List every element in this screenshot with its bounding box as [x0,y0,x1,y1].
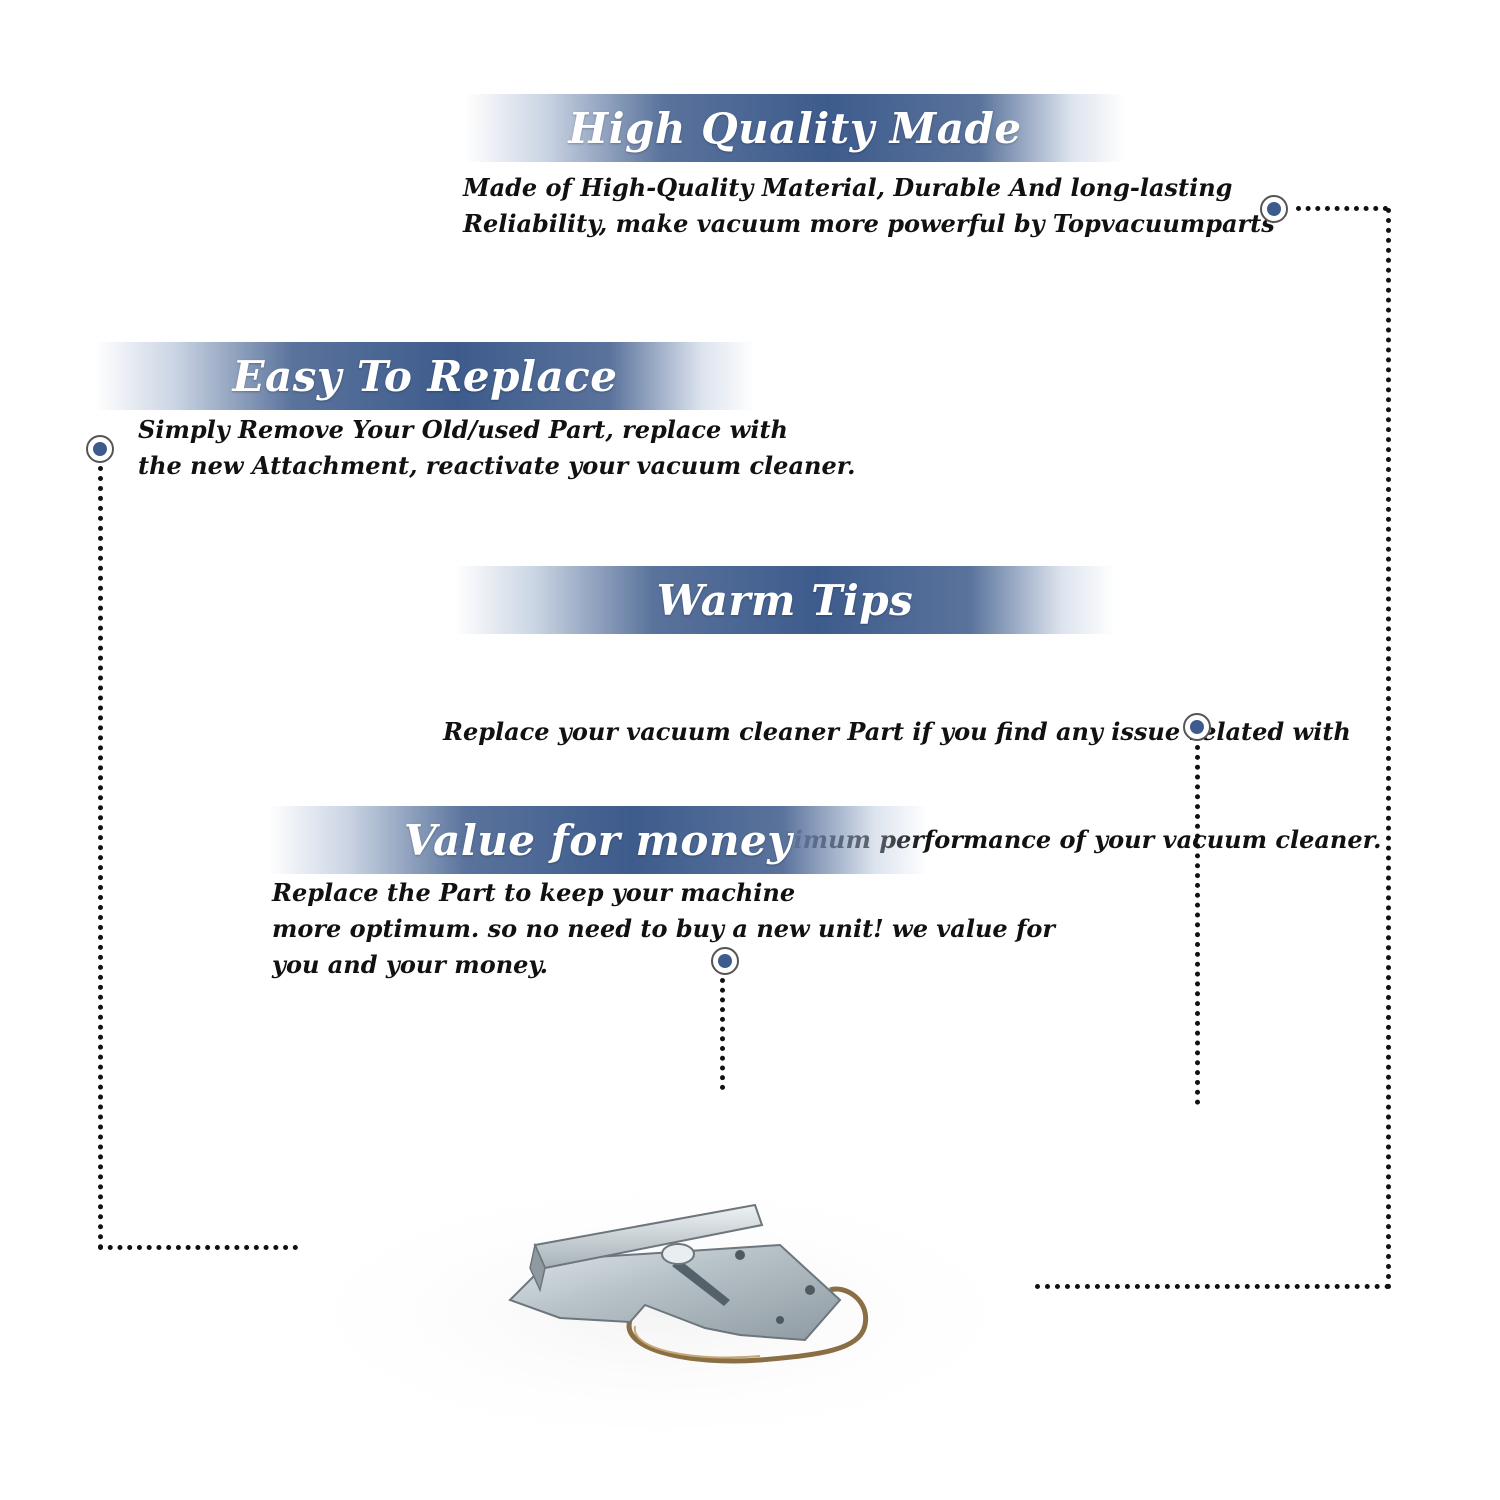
description-line: you and your money. [272,950,548,979]
connector-line [98,466,103,1250]
connector-line [1386,208,1391,1290]
feature-title: Value for money [403,815,793,865]
connector-line [1035,1284,1390,1289]
description-line: Made of High-Quality Material, Durable A… [463,173,1233,202]
connector-line [1195,745,1200,1105]
description-line: Reliability, make vacuum more powerful b… [463,209,1275,238]
feature-description-value-money: Replace the Part to keep your machine mo… [272,875,1055,983]
connector-line [1296,206,1388,211]
feature-banner-easy-replace: Easy To Replace [95,342,755,410]
description-line: Simply Remove Your Old/used Part, replac… [138,415,788,444]
connector-marker-value-money [711,947,739,975]
feature-title: Easy To Replace [232,351,618,401]
feature-description-easy-replace: Simply Remove Your Old/used Part, replac… [138,412,856,484]
connector-marker-high-quality [1260,195,1288,223]
connector-line [720,978,725,1090]
feature-banner-warm-tips: Warm Tips [455,566,1115,634]
feature-title: Warm Tips [656,575,914,625]
description-line: more optimum. so no need to buy a new un… [272,914,1055,943]
product-part-image [300,1170,1020,1430]
feature-banner-high-quality: High Quality Made [465,94,1125,162]
feature-title: High Quality Made [568,103,1022,153]
description-line: Replace your vacuum cleaner Part if you … [443,717,1351,746]
description-line: the new Attachment, reactivate your vacu… [138,451,856,480]
feature-banner-value-money: Value for money [268,806,928,874]
description-line: Replace the Part to keep your machine [272,878,796,907]
connector-line [98,1245,298,1250]
feature-description-high-quality: Made of High-Quality Material, Durable A… [463,170,1275,242]
connector-marker-easy-replace [86,435,114,463]
connector-marker-warm-tips [1183,713,1211,741]
